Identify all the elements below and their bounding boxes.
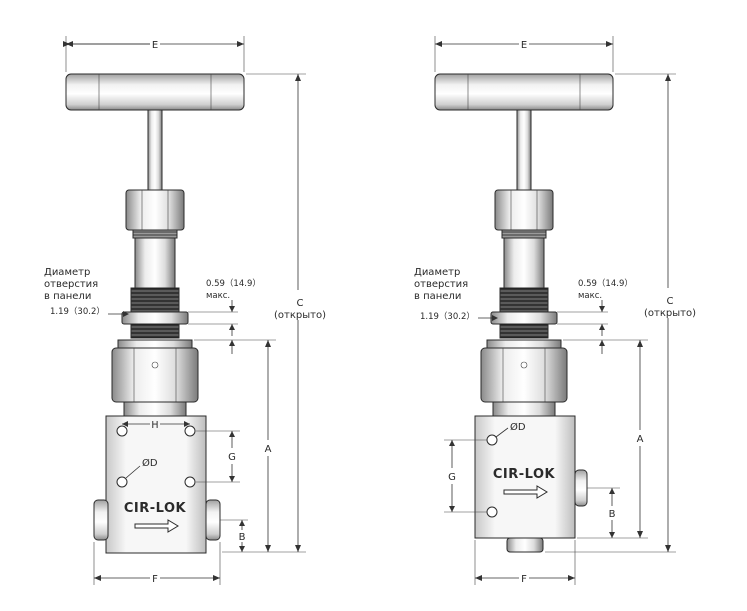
left-hex-hole-icon (151, 361, 159, 369)
left-mount-hole-icon (116, 425, 128, 437)
right-dim-f-label: F (521, 574, 527, 585)
left-packing-nut (125, 189, 185, 231)
right-port-side (574, 469, 588, 507)
left-dim-b-label: B (239, 532, 246, 543)
right-dim-c-open: (открыто) (644, 308, 696, 319)
right-panel-hole-line1: Диаметр (414, 267, 460, 278)
right-dim-c-label: C (667, 296, 674, 307)
right-mount-hole-icon (486, 506, 498, 518)
right-valve-view: CIR-LOK (434, 73, 614, 553)
left-mount-hole-icon (184, 425, 196, 437)
right-panel-thread (499, 287, 549, 313)
left-dim-h-label: H (151, 420, 158, 431)
right-packing-nut (494, 189, 554, 231)
left-panel-hole-value: 1.19（30.2） (50, 306, 105, 317)
right-dim-a-label: A (637, 434, 644, 445)
right-panel-hole-line2: отверстия (414, 279, 468, 290)
left-panel-hole-line1: Диаметр (44, 267, 90, 278)
right-brand-text: CIR-LOK (493, 467, 556, 482)
left-bonnet (134, 237, 176, 291)
right-thickness-value: 0.59（14.9） (578, 278, 633, 289)
left-valve-view: CIR-LOK (65, 73, 245, 554)
left-thickness-max: макс. (206, 291, 230, 301)
left-dim-e-label: E (152, 40, 158, 51)
right-stem (516, 109, 532, 191)
right-bonnet (503, 237, 545, 291)
right-dimensions: E C (открыто) Диаметр отверстия в панели… (414, 36, 696, 585)
left-nut-thread (132, 229, 178, 239)
left-thickness-value: 0.59（14.9） (206, 278, 261, 289)
left-port-right (205, 499, 221, 541)
left-panel-hole-line2: отверстия (44, 279, 98, 290)
right-mount-hole-icon (486, 434, 498, 446)
right-thickness-max: макс. (578, 291, 602, 301)
right-body-hex (480, 347, 568, 403)
right-dim-b-label: B (609, 509, 616, 520)
right-hex-hole-icon (520, 361, 528, 369)
left-dim-g-label: G (228, 452, 236, 463)
left-flow-arrow-icon (134, 519, 179, 533)
right-panel-hole-line3: в панели (414, 291, 461, 302)
left-panel-nut (121, 311, 189, 325)
left-mount-hole-icon (184, 476, 196, 488)
left-port-left (93, 499, 109, 541)
left-dim-f-label: F (152, 574, 158, 585)
left-panel-thread (130, 287, 180, 313)
left-dim-a-label: A (265, 444, 272, 455)
right-dim-g-label: G (448, 472, 456, 483)
left-brand-text: CIR-LOK (124, 501, 187, 516)
left-mount-hole-icon (116, 476, 128, 488)
right-flow-arrow-icon (503, 485, 548, 499)
left-dimensions: E C (открыто) Диаметр отверстия в панели… (44, 36, 326, 585)
left-dim-c-open: (открыто) (274, 310, 326, 321)
right-panel-nut (490, 311, 558, 325)
right-port-bottom (506, 537, 544, 553)
left-body-hex (111, 347, 199, 403)
left-dim-c-label: C (297, 298, 304, 309)
left-stem (147, 109, 163, 191)
right-t-handle (434, 73, 614, 111)
right-panel-hole-value: 1.19（30.2） (420, 311, 475, 322)
left-panel-hole-line3: в панели (44, 291, 91, 302)
left-dim-d-label: ØD (142, 457, 158, 469)
right-dim-d-label: ØD (510, 421, 526, 433)
left-t-handle (65, 73, 245, 111)
right-dim-e-label: E (521, 40, 527, 51)
